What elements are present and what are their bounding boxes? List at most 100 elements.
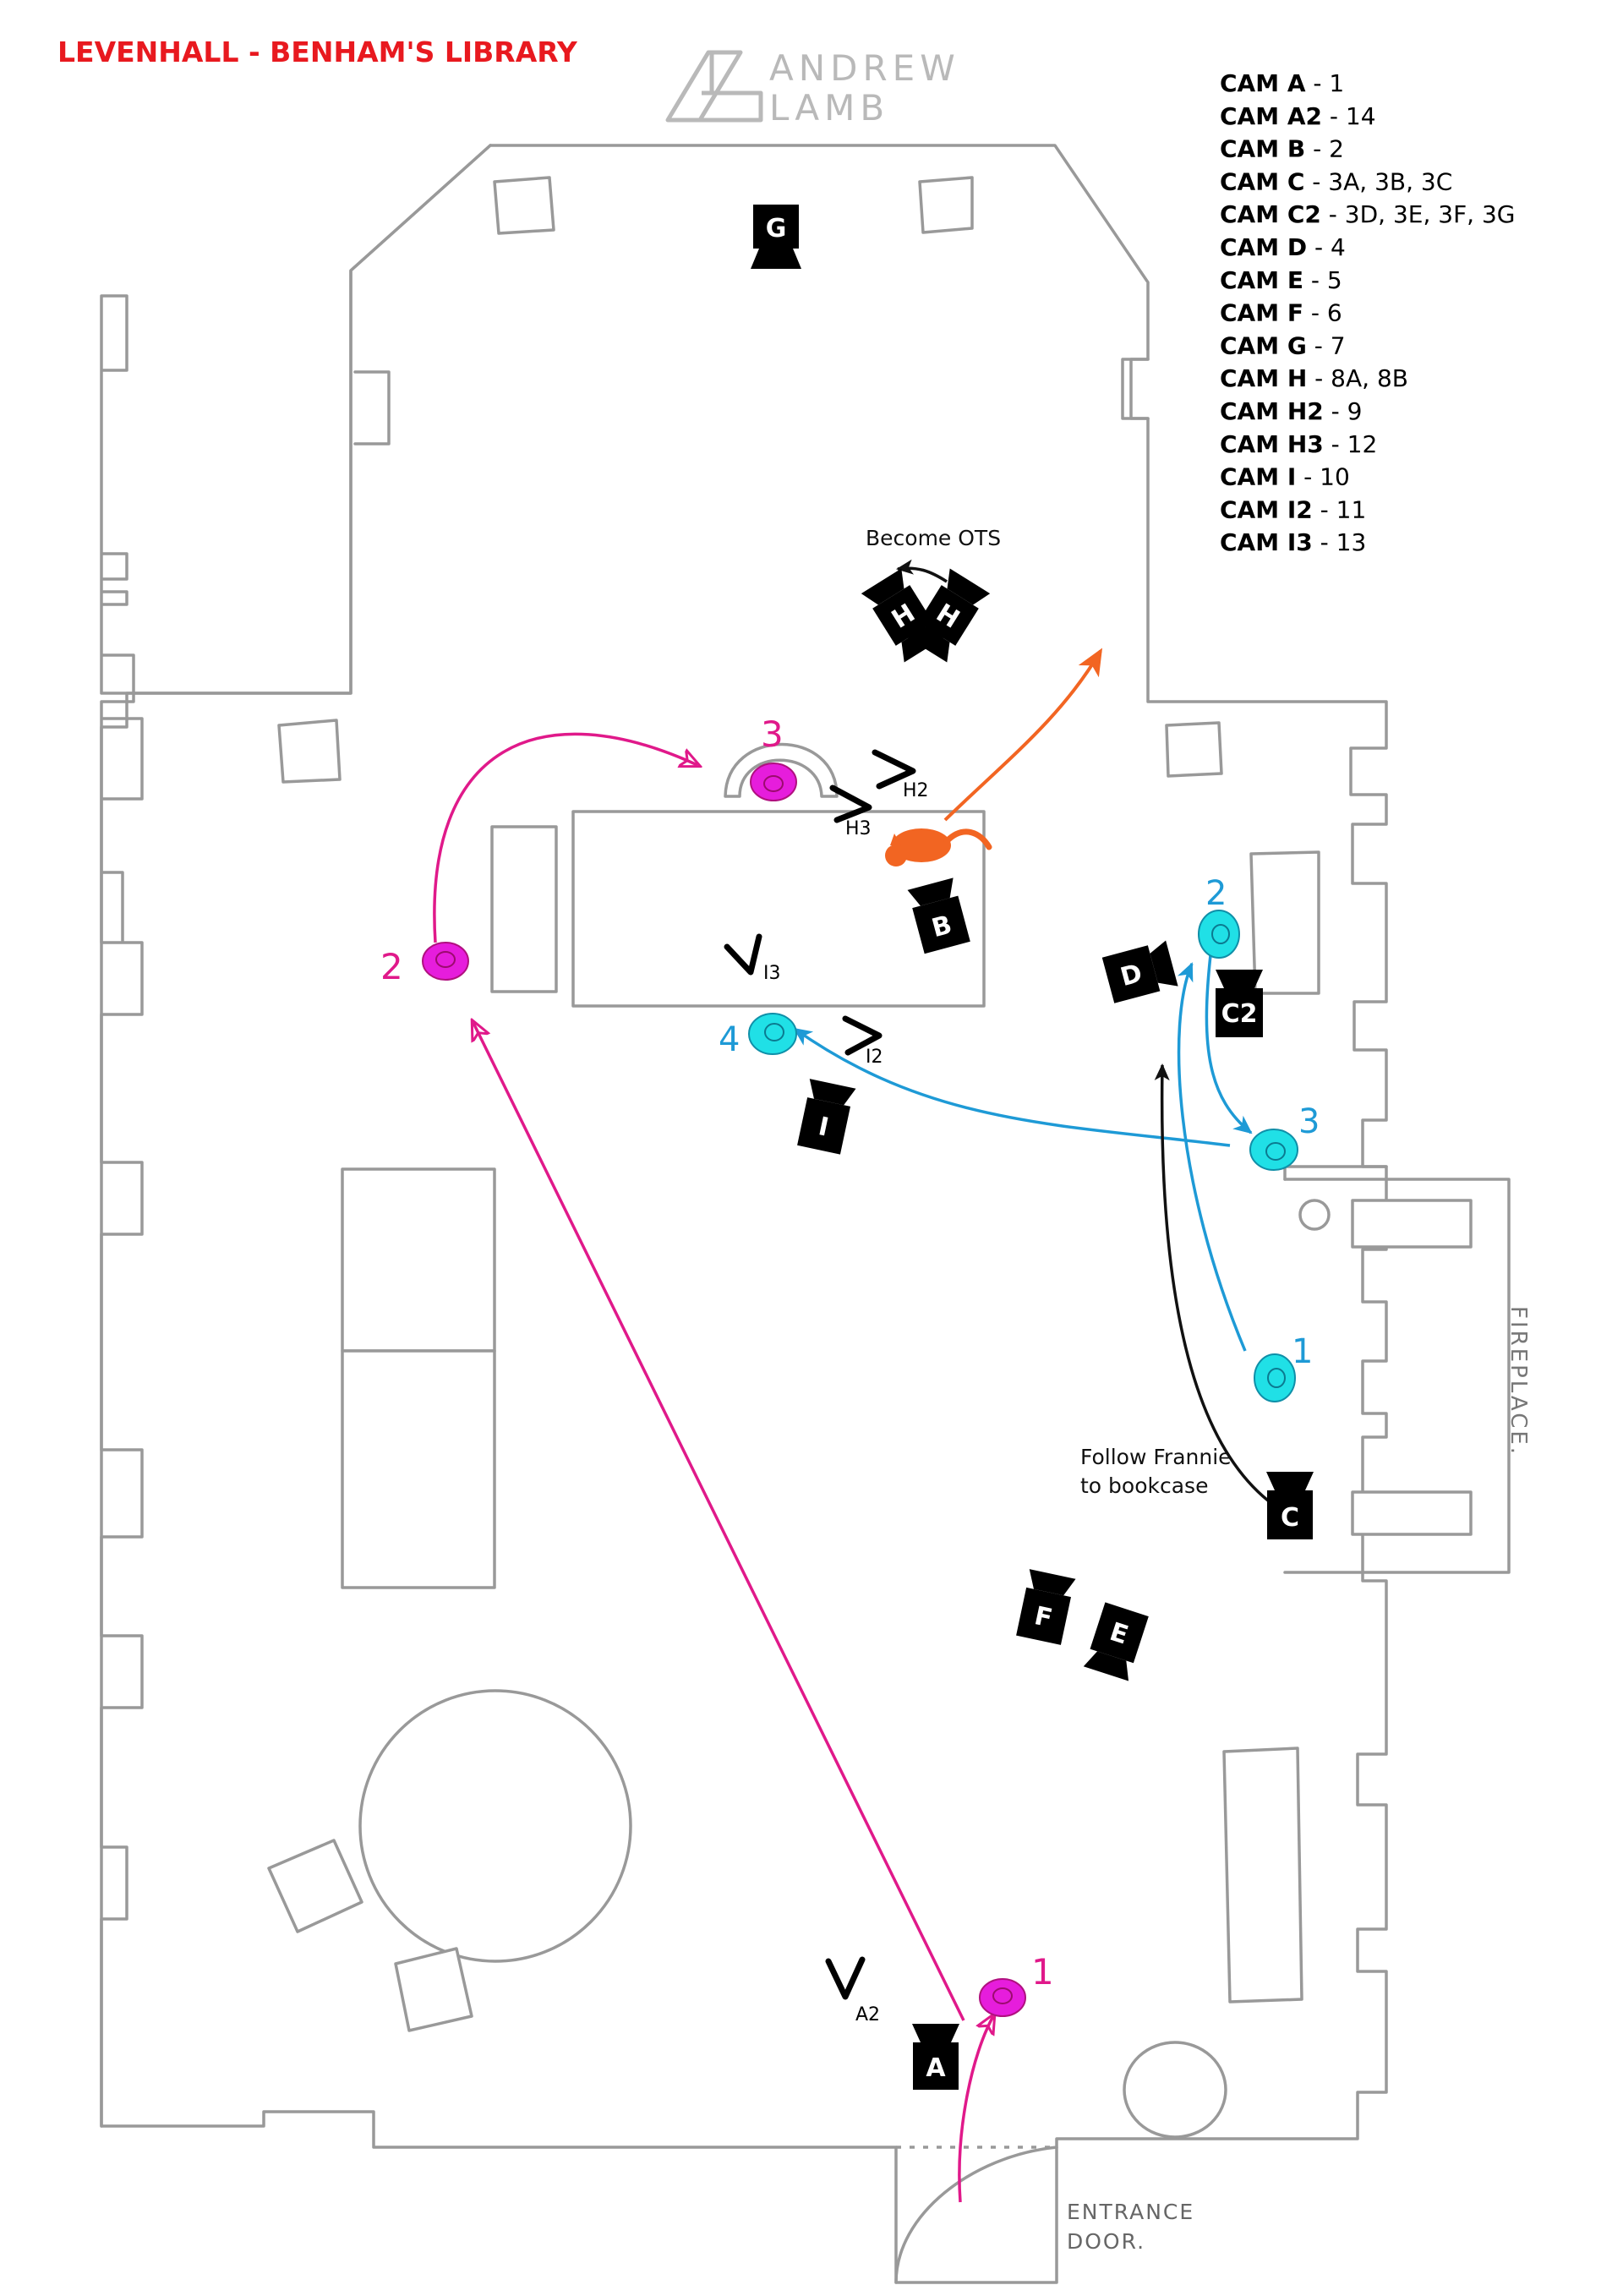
legend-shots: 3A, 3B, 3C — [1328, 167, 1452, 195]
magenta-path-2-to-3 — [433, 732, 697, 943]
cyan-actor-2-label: 2 — [1205, 874, 1227, 913]
camera-h2-icon: H — [906, 568, 991, 663]
magenta-actor-3-label: 3 — [761, 713, 784, 755]
entrance-label-line-2: DOOR. — [1067, 2229, 1145, 2254]
legend-row: CAM C2 - 3D, 3E, 3F, 3G — [1220, 200, 1516, 228]
legend-separator: - — [1307, 364, 1331, 392]
legend-row: CAM C - 3A, 3B, 3C — [1220, 167, 1452, 195]
legend-camera: CAM H2 — [1220, 397, 1324, 425]
window-recess-mid-right — [1165, 721, 1223, 778]
cat-silhouette — [885, 828, 992, 866]
magenta-actor-3: 3 — [750, 713, 797, 801]
andrew-lamb-logo: ANDREW LAMB — [665, 47, 955, 128]
table-bench-left — [490, 825, 558, 993]
legend-shots: 5 — [1327, 266, 1342, 294]
camera-g-icon: G — [751, 205, 801, 269]
legend-separator: - — [1303, 266, 1327, 294]
chevron-h3: H3 — [829, 784, 872, 839]
bookcase-right-lower — [1222, 1747, 1303, 2004]
column-base — [1298, 1199, 1331, 1231]
legend-camera: CAM F — [1220, 299, 1303, 327]
legend-camera: CAM H — [1220, 364, 1307, 392]
camera-c2-label: C2 — [1221, 999, 1258, 1029]
wall-notch-right-upper — [1121, 358, 1150, 420]
chevron-h2-label: H2 — [903, 780, 929, 801]
legend-separator: - — [1307, 233, 1331, 261]
window-recess-left — [493, 176, 555, 235]
cyan-actor-2: 2 — [1198, 874, 1240, 959]
sofa-left-lower — [341, 1349, 496, 1589]
legend-separator: - — [1321, 200, 1345, 228]
legend-shots: 11 — [1336, 495, 1367, 523]
legend-camera: CAM I3 — [1220, 528, 1313, 556]
chevron-i3-label: I3 — [763, 963, 781, 984]
legend-camera: CAM C2 — [1220, 200, 1321, 228]
fireplace-label: FIREPLACE. — [1506, 1306, 1531, 1457]
legend-row: CAM D - 4 — [1220, 233, 1346, 261]
room-walls — [100, 144, 1388, 2284]
chair-round-bottom — [394, 1947, 473, 2032]
fireplace-wall — [1283, 1178, 1511, 1574]
cyan-actor-1-label: 1 — [1292, 1332, 1313, 1371]
legend-shots: 14 — [1346, 102, 1376, 130]
legend-separator: - — [1322, 102, 1346, 130]
pouf — [1123, 2041, 1227, 2139]
legend-separator: - — [1307, 331, 1331, 359]
legend-separator: - — [1304, 167, 1328, 195]
sofa-left-upper — [341, 1167, 496, 1353]
legend-camera: CAM C — [1220, 167, 1304, 195]
legend-row: CAM A2 - 14 — [1220, 102, 1376, 130]
camera-a-icon: A — [912, 2024, 959, 2090]
chevron-h3-label: H3 — [845, 818, 872, 839]
room-outline — [100, 144, 492, 2128]
legend-row: CAM F - 6 — [1220, 299, 1342, 327]
camera-d-icon: D — [1101, 940, 1178, 1003]
legend-separator: - — [1303, 299, 1327, 327]
legend-camera: CAM A2 — [1220, 102, 1322, 130]
legend-separator: - — [1324, 430, 1347, 458]
camera-c-icon: C — [1266, 1472, 1314, 1539]
chevron-h2: H2 — [872, 749, 929, 801]
fireplace-mantel-upper — [1351, 1199, 1473, 1249]
legend-row: CAM H - 8A, 8B — [1220, 364, 1408, 392]
legend-shots: 12 — [1347, 430, 1378, 458]
legend-row: CAM H2 - 9 — [1220, 397, 1362, 425]
magenta-path-1-to-2 — [473, 1023, 965, 2021]
legend-shots: 7 — [1331, 331, 1346, 359]
legend-row: CAM I3 - 13 — [1220, 528, 1366, 556]
cyan-actor-1: 1 — [1254, 1332, 1313, 1402]
chevron-i2: I2 — [842, 1015, 883, 1068]
cyan-actor-3-label: 3 — [1298, 1102, 1320, 1141]
door-swing-arc — [894, 2146, 1058, 2284]
camera-i-icon: I — [797, 1079, 856, 1155]
round-table — [358, 1689, 632, 1963]
camera-g-label: G — [766, 214, 787, 243]
follow-note-line-2: to bookcase — [1080, 1473, 1208, 1498]
legend-camera: CAM I — [1220, 463, 1296, 491]
follow-path — [1154, 1063, 1270, 1502]
camera-e-icon: E — [1083, 1602, 1149, 1681]
camera-c2-icon: C2 — [1216, 970, 1263, 1037]
legend-shots: 1 — [1329, 69, 1344, 97]
chevron-i3: I3 — [724, 933, 781, 984]
cyan-actor-3: 3 — [1249, 1102, 1320, 1171]
legend-separator: - — [1305, 135, 1329, 163]
legend-row: CAM H3 - 12 — [1220, 430, 1377, 458]
legend-row: CAM I - 10 — [1220, 463, 1350, 491]
follow-note-line-1: Follow Frannie — [1080, 1445, 1232, 1469]
entrance-label-line-1: ENTRANCE — [1067, 2200, 1194, 2224]
legend-separator: - — [1324, 397, 1347, 425]
cyan-path-1-to-2 — [1177, 962, 1247, 1352]
pet-path — [943, 648, 1103, 822]
legend-shots: 13 — [1336, 528, 1367, 556]
legend-camera: CAM H3 — [1220, 430, 1324, 458]
window-recess-right — [918, 176, 974, 234]
legend-row: CAM G - 7 — [1220, 331, 1346, 359]
page-title: LEVENHALL - BENHAM'S LIBRARY — [57, 36, 578, 68]
camera-c-label: C — [1281, 1503, 1299, 1533]
chevron-a2: A2 — [825, 1956, 880, 2025]
legend-separator: - — [1296, 463, 1320, 491]
fireplace-edge — [1283, 1165, 1388, 1181]
